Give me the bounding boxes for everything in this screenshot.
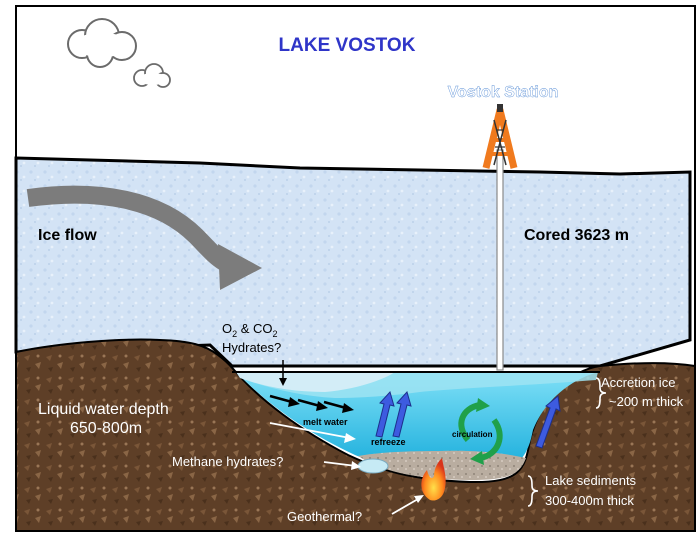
liquid-water-pointer-head bbox=[344, 433, 356, 443]
cored-depth-label: Cored 3623 m bbox=[524, 227, 629, 244]
ice-sheet bbox=[14, 156, 692, 368]
ice-flow-arrow-shaft bbox=[26, 185, 229, 270]
circulation-arrowhead-top bbox=[476, 398, 490, 412]
station-label: Vostok Station bbox=[448, 84, 559, 101]
circulation-label: circulation bbox=[452, 430, 493, 439]
circulation-arrows-icon bbox=[458, 402, 503, 461]
borehole bbox=[496, 149, 504, 371]
melt-water-arrows bbox=[269, 394, 354, 413]
small-cloud-icon bbox=[133, 63, 171, 88]
geothermal-pointer-line bbox=[391, 498, 419, 515]
liquid-water-pointer-line bbox=[269, 422, 351, 439]
ice-flow-label: Ice flow bbox=[38, 227, 97, 244]
bedrock bbox=[15, 338, 696, 532]
accretion-thickness: ~200 m thick bbox=[609, 394, 684, 409]
drilling-derrick-icon bbox=[482, 104, 518, 169]
accretion-label: Accretion ice bbox=[601, 375, 675, 390]
hydrates-pointer-head bbox=[279, 378, 287, 386]
sediments-thickness: 300-400m thick bbox=[545, 493, 634, 508]
geothermal-flame-icon bbox=[421, 458, 446, 501]
circulation-arrowhead-bottom bbox=[470, 451, 484, 465]
liquid-depth-value: 650-800m bbox=[70, 420, 142, 437]
o2-co2-label: O2 & CO2 bbox=[222, 321, 278, 339]
geothermal-pointer-head bbox=[414, 495, 424, 503]
methane-hydrate-blob bbox=[357, 458, 389, 474]
methane-pointer-line bbox=[323, 461, 357, 467]
sediments-label: Lake sediments bbox=[545, 473, 637, 488]
sediments-bracket bbox=[527, 475, 539, 507]
methane-pointer-head bbox=[351, 461, 361, 470]
accretion-bracket bbox=[595, 377, 607, 409]
methane-label: Methane hydrates? bbox=[172, 454, 283, 469]
ice-flow-arrow-icon bbox=[218, 244, 262, 290]
refreeze-arrows bbox=[375, 390, 561, 449]
refreeze-label: refreeze bbox=[371, 437, 406, 447]
melt-zone bbox=[236, 372, 395, 392]
geothermal-label: Geothermal? bbox=[287, 509, 362, 524]
liquid-depth-label: Liquid water depth bbox=[38, 401, 169, 418]
page-title: LAKE VOSTOK bbox=[279, 35, 416, 56]
melt-water-label: melt water bbox=[303, 417, 348, 427]
cloud-icon bbox=[67, 18, 137, 68]
hydrates-label: Hydrates? bbox=[222, 340, 281, 355]
lake-water bbox=[236, 372, 598, 478]
